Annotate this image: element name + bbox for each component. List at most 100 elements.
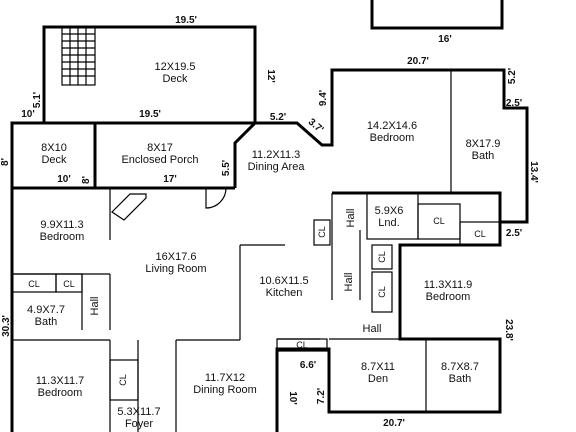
cl-label-4: CL	[474, 229, 486, 239]
svg-text:Bedroom: Bedroom	[370, 132, 415, 144]
dim-16: 16'	[438, 34, 452, 45]
svg-text:8.7X8.7: 8.7X8.7	[441, 361, 479, 373]
right-bedroom-name: Bedroom	[426, 291, 471, 303]
svg-text:5.2': 5.2'	[507, 68, 518, 84]
cl-label-3: CL	[433, 216, 445, 226]
svg-text:Den: Den	[368, 373, 388, 385]
cl-label-5: CL	[377, 251, 387, 263]
porch-dims: 8X17	[147, 142, 173, 154]
porch-outline	[12, 121, 259, 188]
porch-door	[205, 187, 227, 209]
svg-text:8': 8'	[81, 176, 92, 184]
dim-19-5-mid: 19.5'	[139, 109, 161, 120]
svg-text:Hall: Hall	[363, 323, 382, 335]
left-bath-dims: 4.9X7.7	[27, 304, 65, 316]
dining-room-name: Dining Room	[193, 384, 257, 396]
dim-13-4: 13.4'	[528, 161, 539, 183]
svg-text:19.5': 19.5'	[139, 109, 161, 120]
left-bedroom-dims: 9.9X11.3	[40, 219, 83, 231]
svg-text:CL: CL	[433, 216, 445, 226]
svg-text:Hall: Hall	[345, 209, 357, 228]
dim-8-deck: 8'	[81, 176, 92, 184]
svg-text:10': 10'	[287, 391, 298, 405]
svg-text:9.9X11.3: 9.9X11.3	[40, 219, 83, 231]
hall-label-middle: Hall	[343, 273, 355, 292]
dim-6-6: 6.6'	[300, 360, 316, 371]
dim-8-left: 8'	[0, 158, 11, 166]
laundry-dims: 5.9X6	[375, 205, 404, 217]
svg-text:Bedroom: Bedroom	[40, 231, 85, 243]
svg-text:Dining Room: Dining Room	[193, 384, 257, 396]
hall-cl-box-1	[371, 244, 393, 270]
svg-text:6.6': 6.6'	[300, 360, 316, 371]
dim-10-left: 10'	[21, 109, 35, 120]
master-bath-dims: 8X17.9	[466, 138, 501, 150]
svg-text:7.2': 7.2'	[316, 388, 327, 404]
right-bedroom-dims: 11.3X11.9	[424, 279, 473, 291]
svg-text:CL: CL	[296, 340, 308, 350]
svg-text:Dining Area: Dining Area	[248, 161, 306, 173]
svg-text:5.3X11.7: 5.3X11.7	[117, 406, 160, 418]
foyer-closet	[109, 359, 139, 401]
svg-text:8X10: 8X10	[41, 142, 67, 154]
svg-text:8X17: 8X17	[147, 142, 173, 154]
master-bath-name: Bath	[472, 150, 495, 162]
svg-text:23.8': 23.8'	[503, 319, 514, 341]
svg-text:10': 10'	[57, 174, 71, 185]
svg-text:14.2X14.6: 14.2X14.6	[367, 120, 417, 132]
fireplace	[111, 193, 147, 221]
kitchen-name: Kitchen	[266, 287, 303, 299]
dim-20-7-top: 20.7'	[407, 56, 429, 67]
right-bath-dims: 8.7X8.7	[441, 361, 479, 373]
top-right-structure	[370, 0, 504, 30]
svg-text:Hall: Hall	[343, 273, 355, 292]
svg-text:CL: CL	[377, 251, 387, 263]
svg-text:5.2': 5.2'	[270, 112, 286, 123]
svg-text:13.4': 13.4'	[528, 161, 539, 183]
dim-5-5: 5.5'	[221, 160, 232, 176]
svg-text:16': 16'	[438, 34, 452, 45]
svg-text:17': 17'	[163, 174, 177, 185]
svg-text:Bath: Bath	[472, 150, 495, 162]
svg-text:11.2X11.3: 11.2X11.3	[252, 149, 301, 161]
den-dims: 8.7X11	[361, 361, 395, 373]
dim-10-deck: 10'	[57, 174, 71, 185]
svg-text:Lnd.: Lnd.	[378, 217, 399, 229]
deck-stairs	[61, 26, 96, 86]
cl-label-den: CL	[296, 340, 308, 350]
bottom-bedroom-name: Bedroom	[38, 387, 83, 399]
right-bath-name: Bath	[449, 373, 472, 385]
dim-17: 17'	[163, 174, 177, 185]
upper-deck-name: Deck	[162, 73, 188, 85]
svg-text:10.6X11.5: 10.6X11.5	[259, 275, 308, 287]
cl-label-2: CL	[63, 279, 75, 289]
cl-label-1: CL	[28, 279, 40, 289]
svg-text:16X17.6: 16X17.6	[156, 251, 197, 263]
dim-12: 12'	[265, 69, 276, 83]
svg-text:Bath: Bath	[35, 316, 58, 328]
living-room-name: Living Room	[145, 263, 206, 275]
svg-text:20.7': 20.7'	[383, 418, 405, 429]
cl-label-6: CL	[377, 286, 387, 298]
svg-text:12X19.5: 12X19.5	[155, 61, 196, 73]
upper-deck-dims: 12X19.5	[155, 61, 196, 73]
dining-area-name: Dining Area	[248, 161, 306, 173]
left-bedroom-name: Bedroom	[40, 231, 85, 243]
dim-23-8: 23.8'	[503, 319, 514, 341]
svg-text:20.7': 20.7'	[407, 56, 429, 67]
svg-text:Bedroom: Bedroom	[38, 387, 83, 399]
dim-19-5-top: 19.5'	[175, 15, 197, 26]
dim-30-3: 30.3'	[1, 315, 12, 337]
svg-text:CL: CL	[28, 279, 40, 289]
left-bath-name: Bath	[35, 316, 58, 328]
dim-2-5-upper: 2.5'	[506, 98, 522, 109]
svg-text:Deck: Deck	[41, 154, 67, 166]
small-deck-dims: 8X10	[41, 142, 67, 154]
svg-text:11.7X12: 11.7X12	[205, 372, 245, 384]
dim-5-1: 5.1'	[32, 92, 43, 108]
dining-room-dims: 11.7X12	[205, 372, 245, 384]
svg-text:Living Room: Living Room	[145, 263, 206, 275]
master-suite-wall	[332, 191, 502, 222]
cl-label-kitchen: CL	[317, 226, 327, 238]
